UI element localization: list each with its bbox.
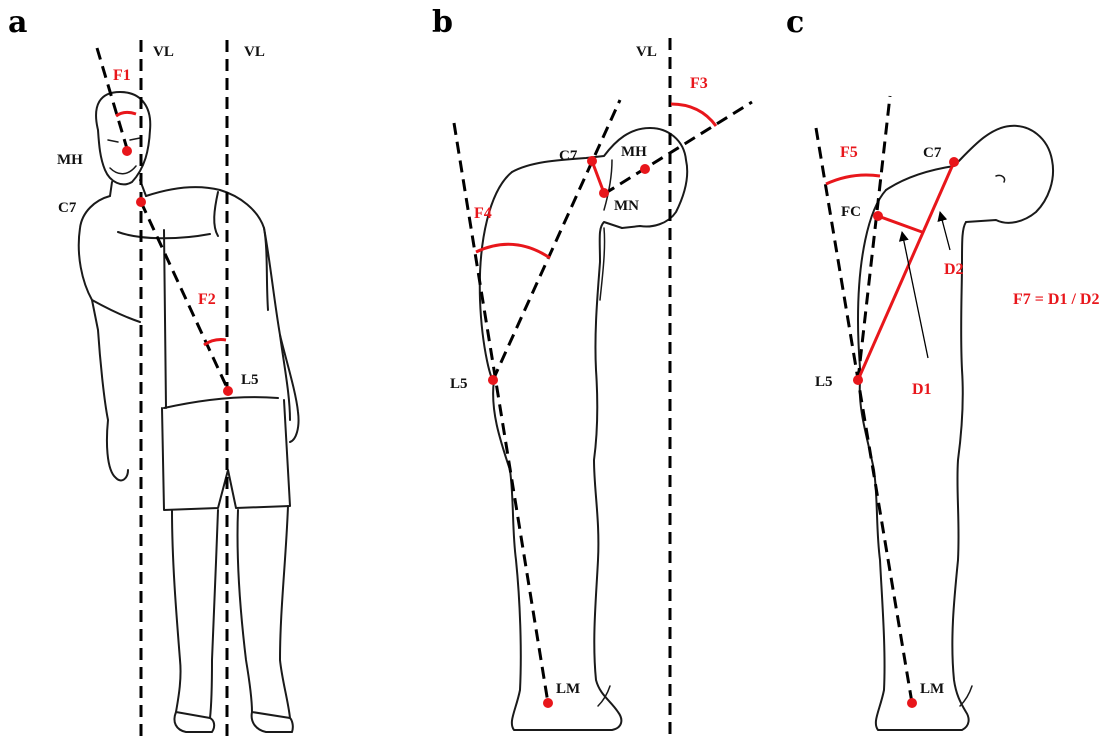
panel-c-f5-arc [826,175,880,184]
panel-b-f4-arc [476,244,550,258]
panel-c-body-outline [858,126,1053,730]
panel-b-lm-label: LM [556,681,580,697]
panel-a-l5-point [223,386,233,396]
panel-a-head-axis-line [97,48,128,152]
panel-a-mh-label: MH [57,152,83,168]
panel-a-vl-right-label: VL [244,44,265,60]
panel-c-f5-label: F5 [840,144,858,161]
panel-a-c7-label: C7 [58,200,77,216]
panel-c-c7-point [949,157,959,167]
panel-b-c7-label: C7 [559,148,578,164]
panel-b-c7-point [587,156,597,166]
panel-c-c7-label: C7 [923,145,942,161]
panel-c-letter: c [786,5,804,40]
panel-c-l5-c7-chord [858,162,954,380]
panel-b-mh-label: MH [621,144,647,160]
panel-b-l5-point [488,375,498,385]
panel-a-letter: a [8,5,27,40]
panel-c-leg-trunk-line [816,128,912,703]
panel-b-lm-point [543,698,553,708]
panel-b-upper-back-line [493,100,620,380]
panel-b-body-outline [480,128,687,730]
panel-c-upper-back-line [858,96,890,380]
panel-b-letter: b [432,5,453,40]
panel-c-l5-point [853,375,863,385]
panel-c: c F5 C7 FC D2 D1 L5 LM F7 = D1 / [786,5,1099,730]
panel-b-mh-point [640,164,650,174]
panel-c-fc-point [873,211,883,221]
panel-b-l5-label: L5 [450,376,468,392]
panel-c-d2-arrow [940,212,950,250]
panel-c-d1-label: D1 [912,381,932,398]
panel-b-c7-mn-segment [592,161,604,193]
panel-c-lm-point [907,698,917,708]
panel-a-f1-label: F1 [113,67,131,84]
panel-c-d2-label: D2 [944,261,964,278]
panel-c-fc-label: FC [841,204,861,220]
panel-b-mn-label: MN [614,198,639,214]
panel-c-l5-label: L5 [815,374,833,390]
panel-a-f1-arc [116,112,136,116]
panel-b-f4-label: F4 [474,205,492,222]
panel-a-f2-label: F2 [198,291,216,308]
panel-a-c7-point [136,197,146,207]
panel-a-l5-label: L5 [241,372,259,388]
panel-a-mh-point [122,146,132,156]
panel-b-f3-label: F3 [690,75,708,92]
panel-b-vl-label: VL [636,44,657,60]
panel-b-leg-trunk-line [454,123,548,703]
panel-a-body-outline [79,92,299,732]
panel-c-formula-label: F7 = D1 / D2 [1013,291,1099,308]
panel-a-vl-left-label: VL [153,44,174,60]
panel-c-fc-perpendicular [878,216,922,232]
panel-b: b VL F3 F4 C7 MH MN L5 [432,5,752,741]
panel-a: a [8,5,299,741]
panel-b-mn-point [599,188,609,198]
panel-b-f3-arc [671,104,716,126]
panel-c-lm-label: LM [920,681,944,697]
panel-a-f2-arc [204,340,226,345]
